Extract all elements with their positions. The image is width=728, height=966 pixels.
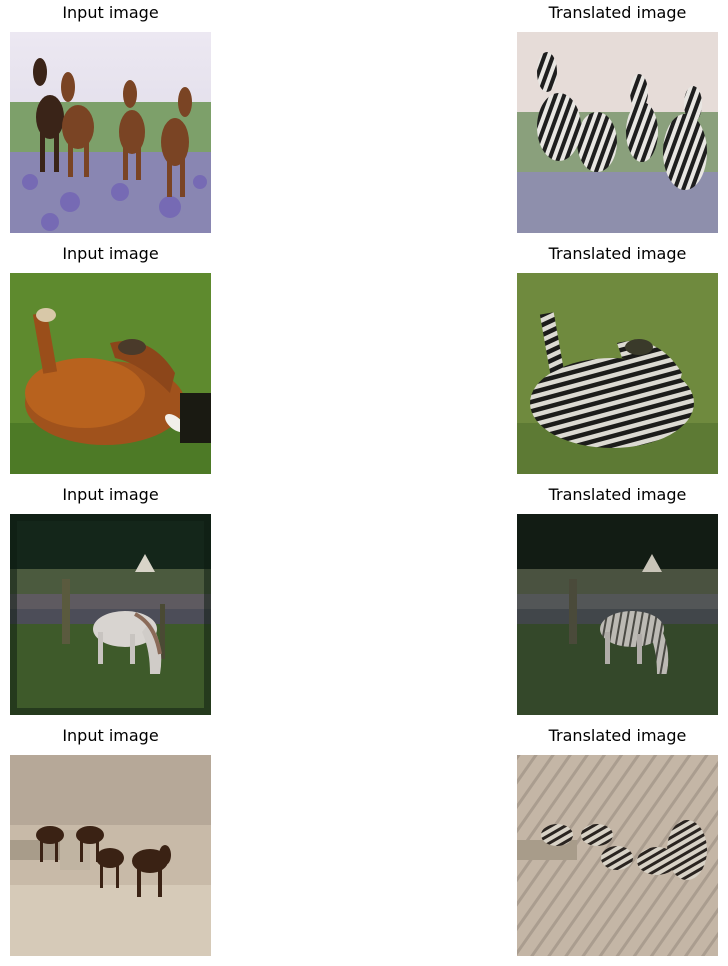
translated-image-title: Translated image	[548, 485, 687, 504]
row-4-translated-image	[517, 755, 718, 956]
row-2-translated-image	[517, 273, 718, 474]
translated-image-title: Translated image	[548, 726, 687, 745]
input-image-title: Input image	[62, 726, 159, 745]
translated-image-title: Translated image	[548, 244, 687, 263]
input-image-title: Input image	[62, 244, 159, 263]
translated-image-title: Translated image	[548, 3, 687, 22]
row-2-input-image	[10, 273, 211, 474]
row-4-input-image	[10, 755, 211, 956]
row-3-translated-image	[517, 514, 718, 715]
row-1-input-image	[10, 32, 211, 233]
input-image-title: Input image	[62, 485, 159, 504]
row-3-input-image	[10, 514, 211, 715]
row-1-translated-image	[517, 32, 718, 233]
input-image-title: Input image	[62, 3, 159, 22]
